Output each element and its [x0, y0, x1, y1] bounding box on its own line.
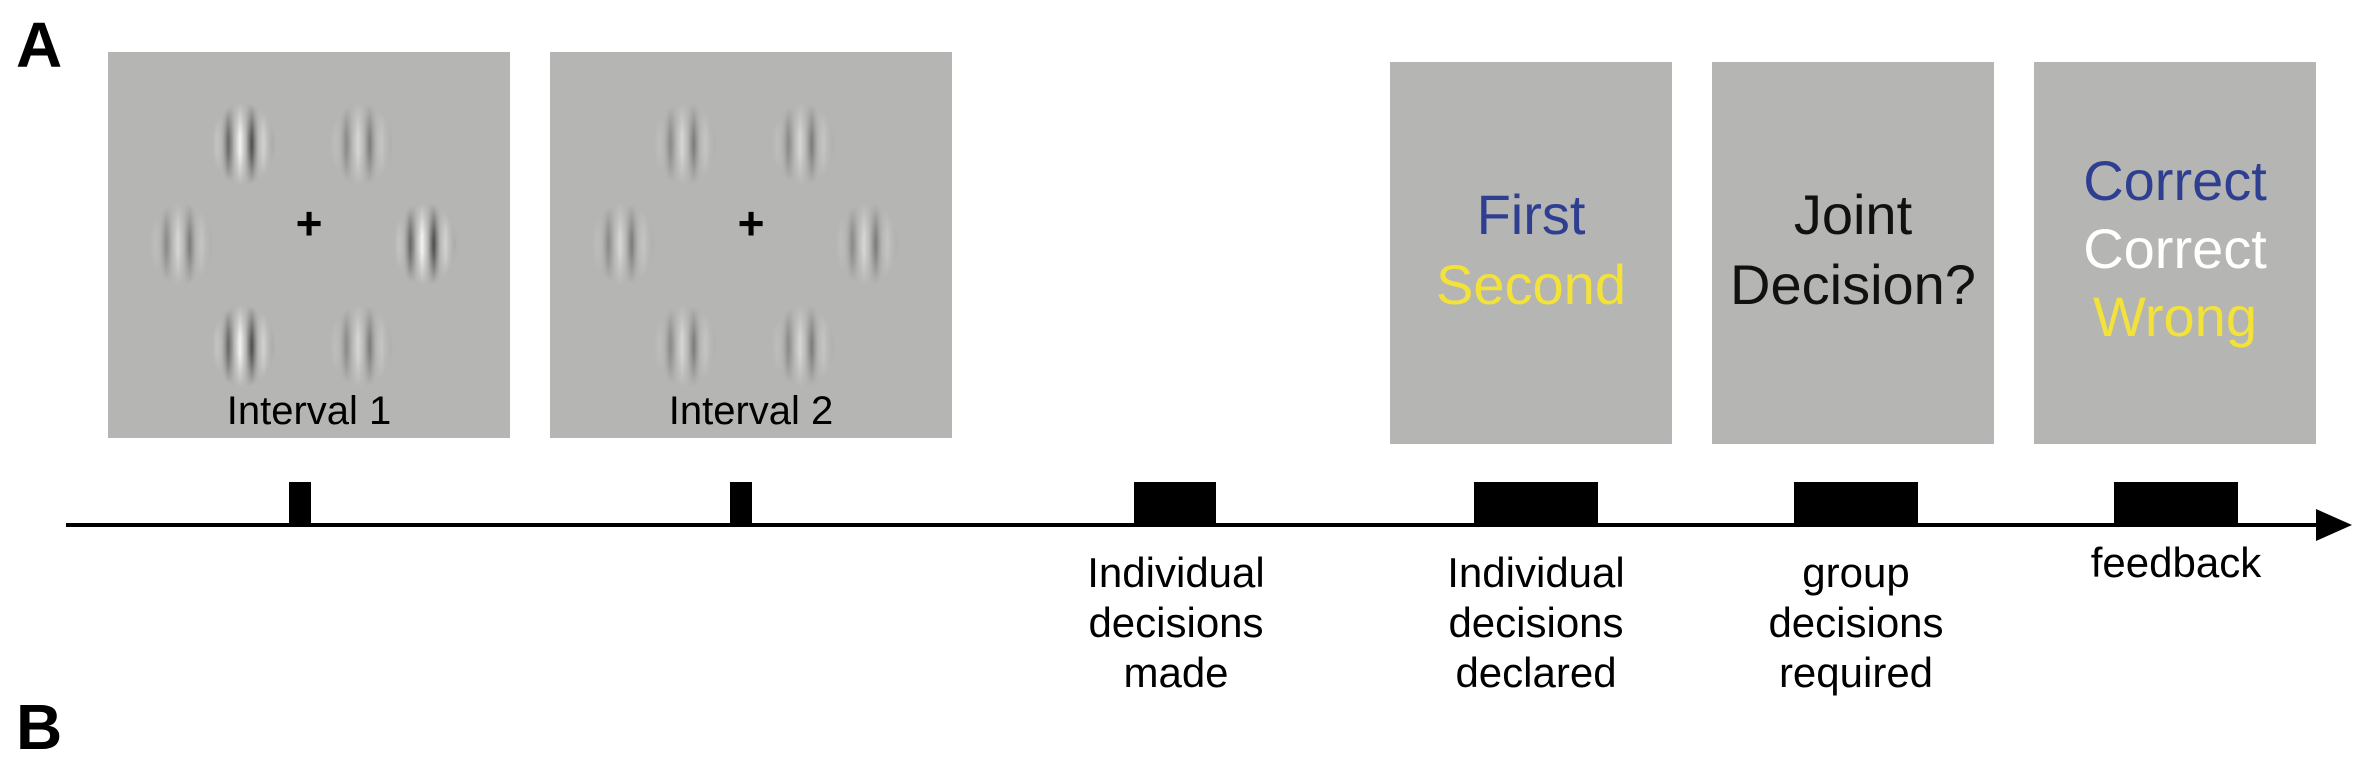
event-marker-group-decisions	[1794, 482, 1918, 524]
gabor-patch	[834, 202, 900, 286]
event-marker-interval-2	[730, 482, 752, 524]
gabor-patch	[652, 102, 718, 186]
stimulus-screen-interval-2: + Interval 2	[550, 52, 952, 438]
panel-label-a: A	[16, 9, 63, 81]
gabor-patch	[148, 202, 214, 286]
screen-line-second: Second	[1436, 253, 1626, 316]
joint-decision-screen: Joint Decision?	[1712, 62, 1994, 444]
gabor-patch	[652, 304, 718, 388]
gabor-patch	[392, 202, 458, 286]
event-marker-decisions-declared	[1474, 482, 1598, 524]
panel-label-b: B	[16, 691, 63, 763]
declaration-screen: First Second	[1390, 62, 1672, 444]
gabor-patch	[210, 102, 276, 186]
gabor-patch	[210, 304, 276, 388]
timeline-arrow-icon	[2316, 509, 2352, 541]
screen-line-first: First	[1476, 183, 1586, 246]
event-marker-interval-1	[289, 482, 311, 524]
fixation-cross: +	[737, 197, 765, 249]
event-label-feedback: feedback	[2090, 539, 2262, 586]
screen-line-feedback-1: Correct	[2083, 149, 2267, 212]
fixation-cross: +	[295, 197, 323, 249]
gabor-patch	[590, 202, 656, 286]
timeline-axis	[66, 523, 2324, 527]
gabor-patch	[328, 102, 394, 186]
event-marker-feedback	[2114, 482, 2238, 524]
event-marker-decisions-made	[1134, 482, 1216, 524]
screen-line-decision: Decision?	[1730, 253, 1976, 316]
screen-line-joint: Joint	[1793, 183, 1913, 246]
gabor-patch	[770, 304, 836, 388]
gabor-patch	[770, 102, 836, 186]
stimulus-screen-interval-1: + Interval 1	[108, 52, 510, 438]
feedback-screen: Correct Correct Wrong	[2034, 62, 2316, 444]
interval-label: Interval 1	[226, 389, 392, 433]
screen-line-feedback-2: Correct	[2083, 217, 2267, 280]
interval-label: Interval 2	[668, 389, 834, 433]
screen-line-feedback-3: Wrong	[2093, 285, 2257, 348]
gabor-patch	[328, 304, 394, 388]
